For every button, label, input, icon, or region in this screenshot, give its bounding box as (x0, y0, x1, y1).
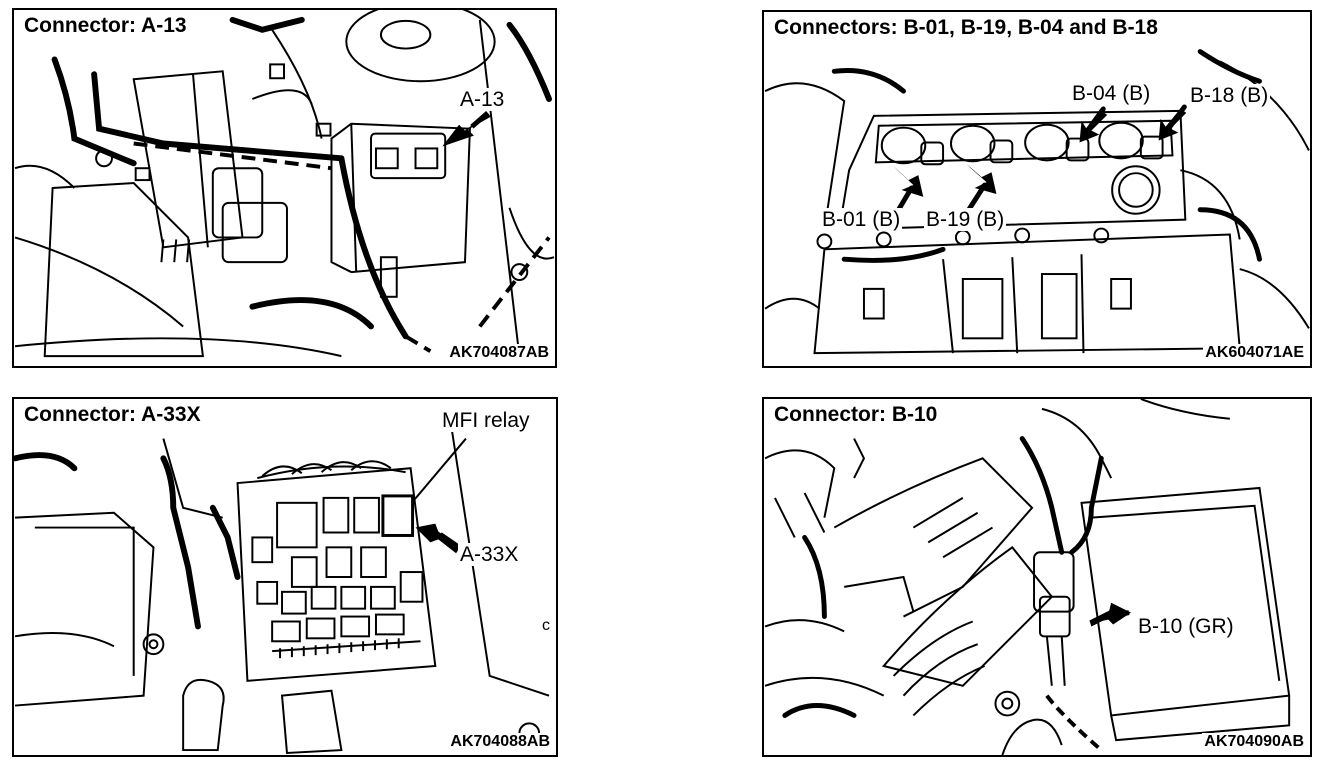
panel-title: Connector: A-33X (22, 403, 205, 428)
figure-code: AK604071AE (1203, 344, 1306, 362)
stray-mark: c (542, 617, 550, 634)
callout-label-b19: B-19 (B) (924, 208, 1007, 232)
callout-label-a33x: A-33X (458, 543, 521, 567)
engine-bay-illustration (14, 10, 555, 358)
panel-connectors-b01-b19-b04-b18: Connectors: B-01, B-19, B-04 and B-18 B-… (762, 10, 1312, 368)
panel-title: Connectors: B-01, B-19, B-04 and B-18 (772, 16, 1162, 41)
callout-label-b01: B-01 (B) (820, 208, 903, 232)
callout-label-b18: B-18 (B) (1188, 84, 1271, 108)
panel-title: Connector: A-13 (22, 14, 191, 39)
callout-label-a13: A-13 (458, 88, 507, 112)
engine-top-illustration (764, 49, 1310, 355)
figure-code: AK704088AB (448, 733, 552, 751)
figure-code: AK704087AB (447, 344, 551, 362)
panel-connector-a13: Connector: A-13 A-13 AK704087AB (12, 8, 557, 368)
intake-illustration (764, 399, 1291, 755)
panel-connector-b10: Connector: B-10 B-10 (GR) AK704090AB (762, 397, 1312, 757)
panel-connector-a33x: Connector: A-33X MFI relay A-33X c AK704… (12, 397, 558, 757)
callout-label-b10: B-10 (GR) (1136, 615, 1236, 639)
relay-box-illustration (14, 418, 550, 755)
callout-label-mfi-relay: MFI relay (440, 409, 532, 433)
callout-label-b04: B-04 (B) (1070, 82, 1153, 106)
panel-title: Connector: B-10 (772, 403, 942, 428)
figure-code: AK704090AB (1202, 733, 1306, 751)
